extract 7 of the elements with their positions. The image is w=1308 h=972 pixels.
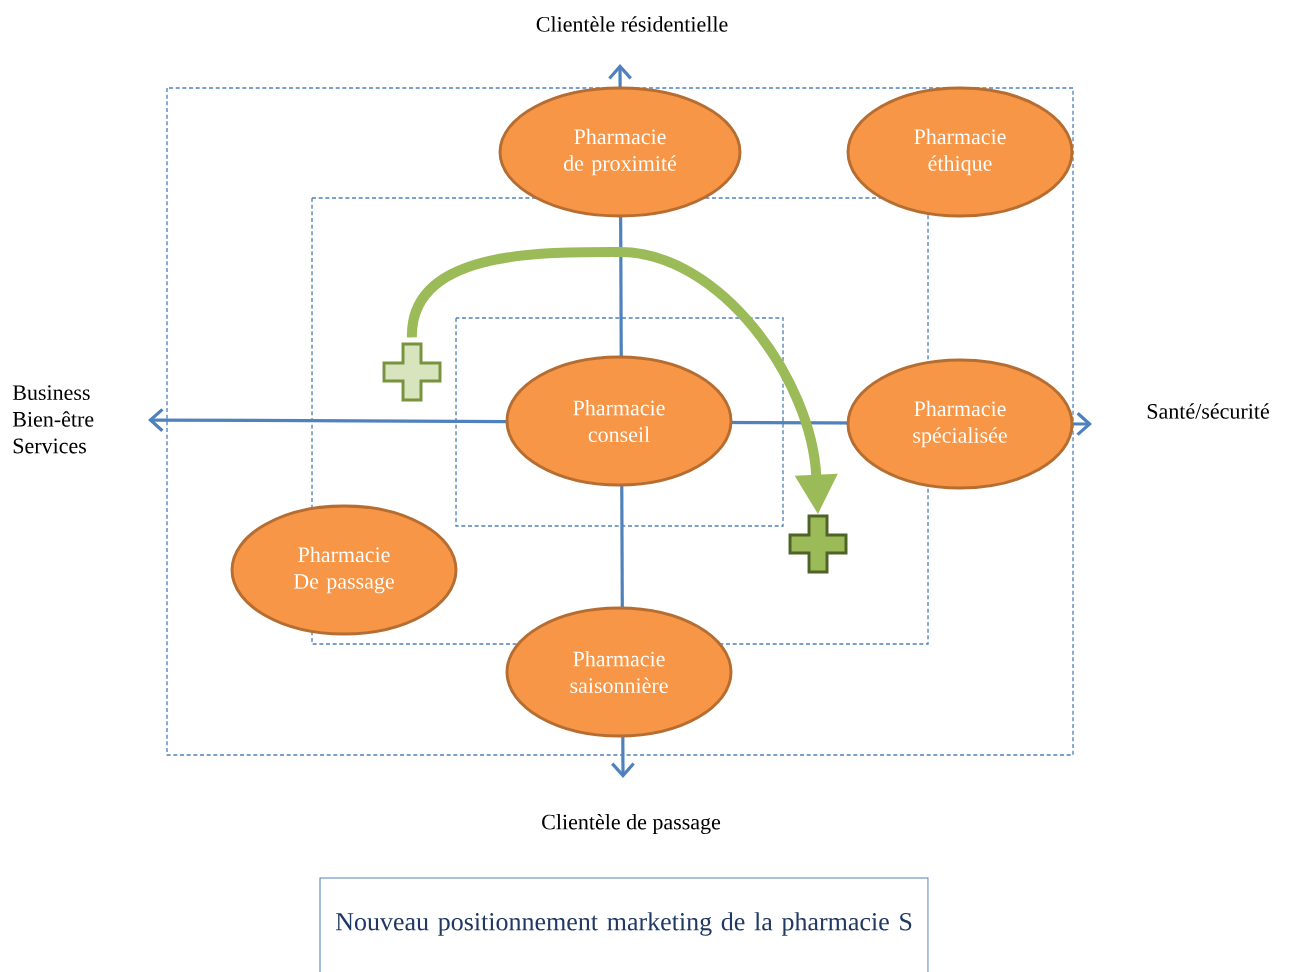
axis-label: Santé/sécurité xyxy=(1147,403,1269,419)
axis-label: Clientèle résidentielle xyxy=(536,16,728,32)
axis-label: Clientèle de passage xyxy=(542,814,721,835)
axis-label: Business Bien-être Services xyxy=(12,385,94,454)
plus-sign xyxy=(788,514,848,574)
plus-sign xyxy=(382,342,442,402)
caption-box: Nouveau positionnement marketing de la pharmacie S xyxy=(319,877,929,972)
